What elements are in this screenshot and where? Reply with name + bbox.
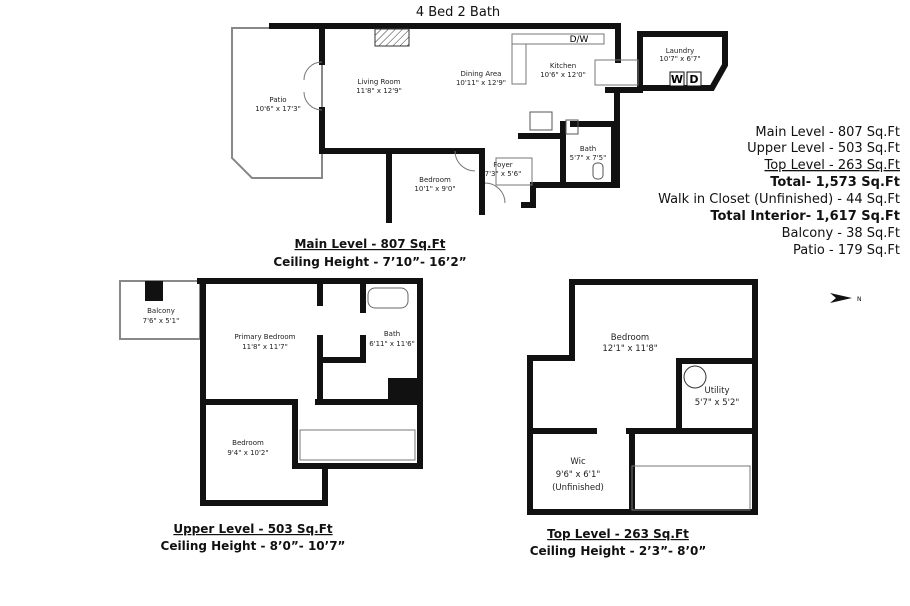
room-note: (Unfinished) bbox=[552, 483, 604, 493]
room-size: 11'8" x 11'7" bbox=[242, 343, 288, 351]
room-name: Bath bbox=[580, 145, 596, 153]
room-size: 9'4" x 10'2" bbox=[227, 449, 268, 457]
room-size: 12'1" x 11'8" bbox=[602, 344, 657, 354]
room-name: Wic bbox=[570, 457, 586, 467]
dishwasher-label: D/W bbox=[570, 35, 589, 45]
washer-label: W bbox=[671, 73, 683, 86]
furnace-icon bbox=[683, 365, 707, 389]
upper-walls bbox=[197, 278, 423, 506]
toilet-icon bbox=[592, 162, 604, 180]
room-name: Kitchen bbox=[550, 62, 576, 70]
summary-line: Patio - 179 Sq.Ft bbox=[793, 243, 900, 258]
top-level-ceiling: Ceiling Height - 2’3”- 8’0” bbox=[530, 544, 707, 558]
bathtub-icon bbox=[367, 287, 409, 309]
room-name: Bath bbox=[384, 330, 400, 338]
upper-level-ceiling: Ceiling Height - 8’0”- 10’7” bbox=[161, 539, 346, 553]
stairs-icon bbox=[594, 59, 639, 86]
room-name: Living Room bbox=[358, 78, 401, 86]
room-size: 9'6" x 6'1" bbox=[556, 470, 601, 480]
summary-line: Main Level - 807 Sq.Ft bbox=[755, 125, 900, 140]
summary-line: Top Level - 263 Sq.Ft bbox=[764, 158, 901, 173]
room-name: Bedroom bbox=[232, 439, 264, 447]
main-level-label: Main Level - 807 Sq.Ft bbox=[294, 237, 445, 251]
summary-line: Upper Level - 503 Sq.Ft bbox=[747, 141, 900, 156]
room-size: 7'3" x 5'6" bbox=[485, 170, 522, 178]
door-swing bbox=[454, 150, 476, 172]
north-label: N bbox=[857, 296, 862, 303]
room-name: Dining Area bbox=[461, 70, 502, 78]
room-size: 10'6" x 12'0" bbox=[540, 71, 586, 79]
chimney bbox=[145, 281, 163, 301]
plan-title: 4 Bed 2 Bath bbox=[416, 5, 500, 20]
room-name: Laundry bbox=[666, 47, 695, 55]
dryer-icon bbox=[686, 71, 702, 87]
fireplace-icon bbox=[374, 28, 410, 47]
room-size: 10'6" x 17'3" bbox=[255, 105, 301, 113]
room-size: 5'7" x 7'5" bbox=[570, 154, 607, 162]
room-name: Primary Bedroom bbox=[235, 333, 296, 341]
door-swing bbox=[484, 182, 506, 204]
summary-line: Walk in Closet (Unfinished) - 44 Sq.Ft bbox=[658, 192, 900, 207]
top-level-plan: Bedroom 12'1" x 11'8" Utility 5'7" x 5'2… bbox=[527, 279, 758, 558]
room-name: Patio bbox=[269, 96, 286, 104]
room-size: 5'7" x 5'2" bbox=[695, 398, 740, 408]
dryer-label: D bbox=[689, 73, 698, 86]
upper-level-plan: Balcony 7'6" x 5'1" Primary Bedroom 11'8… bbox=[119, 278, 423, 553]
stairs-icon bbox=[631, 465, 751, 511]
room-size: 10'11" x 12'9" bbox=[456, 79, 506, 87]
room-size: 10'1" x 9'0" bbox=[414, 185, 455, 193]
water-heater bbox=[388, 378, 420, 402]
stairs-icon bbox=[495, 157, 533, 186]
top-level-label: Top Level - 263 Sq.Ft bbox=[547, 527, 689, 541]
summary-line: Total- 1,573 Sq.Ft bbox=[770, 175, 900, 190]
room-size: 6'11" x 11'6" bbox=[369, 340, 415, 348]
stove-icon bbox=[529, 111, 553, 131]
main-walls bbox=[269, 23, 728, 223]
stairs-icon bbox=[299, 429, 416, 461]
summary-line: Total Interior- 1,617 Sq.Ft bbox=[710, 209, 900, 224]
washer-icon bbox=[669, 71, 685, 87]
door-swing bbox=[303, 61, 323, 111]
room-size: 10'7" x 6'7" bbox=[659, 55, 700, 63]
room-name: Bedroom bbox=[611, 333, 649, 343]
room-name: Balcony bbox=[147, 307, 175, 315]
room-size: 7'6" x 5'1" bbox=[143, 317, 180, 325]
room-name: Utility bbox=[704, 386, 729, 396]
kitchen-island bbox=[511, 43, 527, 85]
room-size: 11'8" x 12'9" bbox=[356, 87, 402, 95]
room-name: Foyer bbox=[493, 161, 513, 169]
main-level-plan: W D D/W Patio 10'6" x 17'3" Living Room … bbox=[231, 23, 728, 269]
kitchen-counter bbox=[511, 33, 605, 45]
area-summary: Main Level - 807 Sq.Ft Upper Level - 503… bbox=[658, 125, 900, 258]
upper-level-label: Upper Level - 503 Sq.Ft bbox=[173, 522, 333, 536]
main-level-ceiling: Ceiling Height - 7’10”- 16’2” bbox=[273, 255, 466, 269]
room-name: Bedroom bbox=[419, 176, 451, 184]
summary-line: Balcony - 38 Sq.Ft bbox=[782, 226, 900, 241]
sink-icon bbox=[565, 119, 579, 135]
north-arrow-icon: N bbox=[830, 293, 862, 303]
